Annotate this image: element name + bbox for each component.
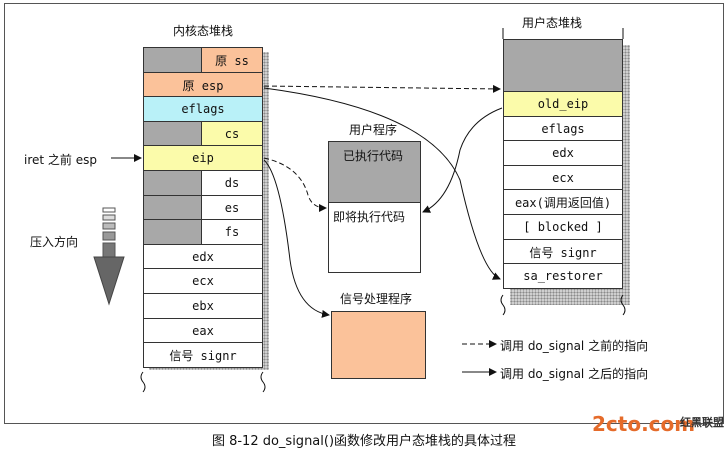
push-direction-arrow-icon <box>93 207 125 306</box>
dashed-arrow-eip-to-code <box>263 157 327 212</box>
kernel-stack-cell: ebx <box>143 293 263 319</box>
signal-handler-box <box>331 311 426 379</box>
iret-esp-label: iret 之前 esp <box>24 153 97 167</box>
kernel-stack-title: 内核态堆栈 <box>173 24 234 38</box>
solid-arrow-esp-to-restorer <box>263 87 501 280</box>
dashed-arrow-esp-to-user-stack <box>263 84 501 93</box>
solid-arrow-oldeip-to-code <box>422 107 503 213</box>
user-stack-cell: edx <box>503 140 623 166</box>
solid-arrow-eip-to-handler <box>263 159 330 318</box>
kernel-stack-cell: es <box>201 195 263 221</box>
watermark-logo: 2cto.com <box>592 412 696 436</box>
kernel-stack-cell: cs <box>201 121 263 147</box>
figure-caption: 图 8-12 do_signal()函数修改用户态堆栈的具体过程 <box>211 434 517 449</box>
legend-dashed-label: 调用 do_signal 之前的指向 <box>500 339 649 353</box>
kernel-stack-cell: edx <box>143 244 263 270</box>
user-stack-cell: 信号 signr <box>503 239 623 265</box>
kernel-stack-cell: 原 ss <box>201 47 263 73</box>
user-stack-title: 用户态堆栈 <box>522 16 583 30</box>
user-stack-wave-right <box>620 294 626 316</box>
user-stack-free-area <box>503 39 623 92</box>
user-stack-cell: sa_restorer <box>503 263 623 289</box>
kernel-stack-cell: ecx <box>143 268 263 294</box>
kernel-stack-wave-left <box>140 371 146 393</box>
diagram-frame <box>4 3 724 424</box>
kernel-stack-cell: ds <box>201 170 263 196</box>
kernel-stack-wave-right <box>260 371 266 393</box>
executed-code-label: 已执行代码 <box>343 149 404 163</box>
to-execute-code-label: 即将执行代码 <box>333 210 406 224</box>
user-stack-wave-left <box>500 294 506 316</box>
push-direction-label: 压入方向 <box>30 235 79 249</box>
kernel-stack-cell: eip <box>143 145 263 171</box>
user-program-title: 用户程序 <box>349 123 398 137</box>
signal-handler-title: 信号处理程序 <box>340 292 413 306</box>
kernel-stack-gap <box>143 195 202 221</box>
legend-solid-label: 调用 do_signal 之后的指向 <box>500 367 649 381</box>
user-program-pending-box: 即将执行代码 <box>328 202 421 273</box>
kernel-stack-cell: fs <box>201 219 263 245</box>
kernel-stack-cell: 信号 signr <box>143 342 263 368</box>
user-stack-cell: old_eip <box>503 91 623 117</box>
kernel-stack-cell: eflags <box>143 96 263 122</box>
user-stack-cell: eflags <box>503 116 623 142</box>
watermark-text: 红黑联盟 <box>680 416 724 429</box>
